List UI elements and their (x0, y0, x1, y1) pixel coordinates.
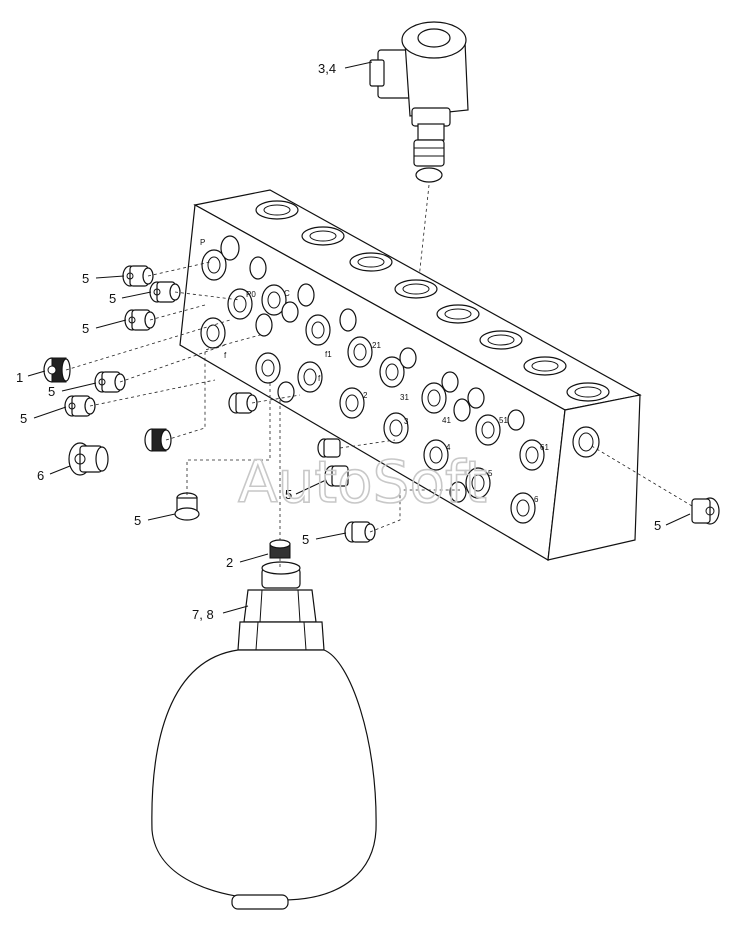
callout-6: 6 (37, 468, 44, 483)
port-label-5: 5 (488, 469, 493, 478)
plug-6 (68, 442, 109, 476)
solenoid-axis-line (417, 184, 430, 289)
plug-5-e (64, 395, 96, 417)
port-label-f-low: f (318, 374, 321, 383)
port-label-21: 21 (372, 341, 381, 350)
plug-5-a (122, 265, 154, 287)
callout-2: 2 (226, 555, 233, 570)
valve-block: P P0 C f1 f f 21 2 31 3 41 4 51 5 61 6 (179, 189, 642, 561)
callout-5-c: 5 (82, 321, 89, 336)
callout-5-a: 5 (82, 271, 89, 286)
accumulator (151, 561, 377, 910)
plug-5-d (94, 371, 126, 393)
leader-lines (27, 61, 691, 614)
plug-1 (43, 357, 71, 383)
plug-5-mid (317, 438, 349, 487)
plug-5-right (691, 497, 720, 525)
port-label-p: P (200, 238, 205, 247)
callout-5-h: 5 (302, 532, 309, 547)
seal-ring (144, 428, 172, 452)
port-label-3: 3 (404, 417, 409, 426)
callout-5-b: 5 (109, 291, 116, 306)
port-label-f1: f1 (325, 350, 332, 359)
end-face-port (572, 426, 600, 458)
port-label-61: 61 (540, 443, 549, 452)
callout-5-e: 5 (20, 411, 27, 426)
callout-5-d: 5 (48, 384, 55, 399)
callout-5-f: 5 (134, 513, 141, 528)
port-label-f: f (224, 351, 227, 360)
solenoid-valve (369, 21, 469, 183)
plug-5-bottom (344, 521, 376, 543)
watermark: AutoSoft (238, 448, 487, 516)
fitting-2 (269, 539, 291, 559)
port-label-c: C (284, 289, 290, 298)
port-label-p0: P0 (246, 290, 256, 299)
port-label-51: 51 (499, 416, 508, 425)
port-label-2: 2 (363, 391, 368, 400)
callout-5-i: 5 (654, 518, 661, 533)
block-front-ports (200, 235, 545, 524)
callout-1: 1 (16, 370, 23, 385)
callout-7-8: 7, 8 (192, 607, 214, 622)
callout-3-4: 3,4 (318, 61, 336, 76)
port-label-41: 41 (442, 416, 451, 425)
port-label-31: 31 (400, 393, 409, 402)
alignment-lines (65, 261, 693, 533)
port-label-6: 6 (534, 495, 539, 504)
callout-5-g: 5 (285, 487, 292, 502)
port-label-4: 4 (446, 443, 451, 452)
plug-5-lower (174, 492, 200, 521)
block-top-ports (255, 200, 610, 402)
